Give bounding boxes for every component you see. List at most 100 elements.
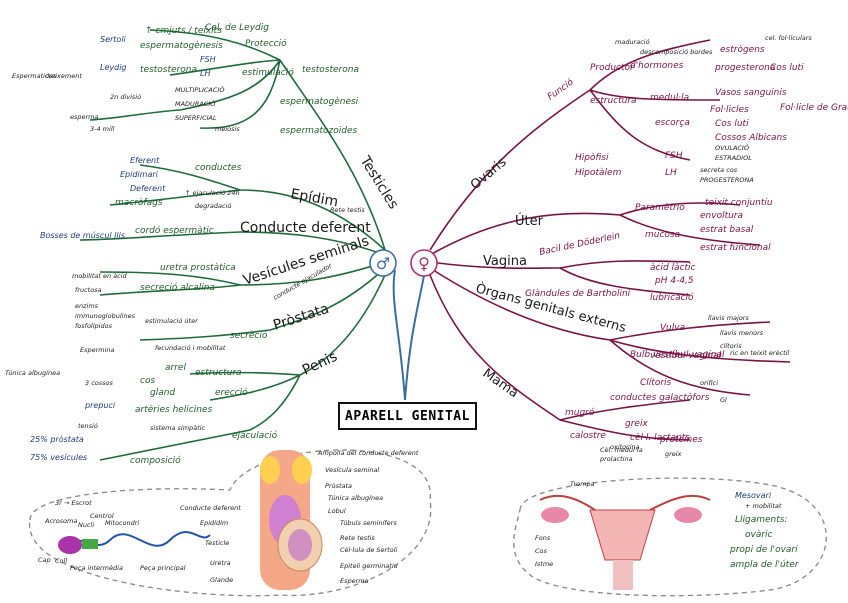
map-label: Mitocondri <box>105 519 139 527</box>
map-label: estrògens <box>720 44 765 55</box>
map-label: Testicle <box>205 539 229 547</box>
map-label: mugró <box>565 407 595 418</box>
map-label: erecció <box>215 387 248 398</box>
map-label: teixit conjuntiu <box>705 198 773 208</box>
map-label: testosterona <box>302 65 359 75</box>
label-conducte: Conducte deferent <box>240 220 371 236</box>
map-label: Acrosoma <box>44 517 77 525</box>
map-label: ESTRADIOL <box>715 154 752 162</box>
map-label: Centrol <box>90 512 114 520</box>
female-symbol: ♀ <box>418 254 430 273</box>
map-label: Productor <box>590 63 635 73</box>
map-label: tensió <box>78 422 98 430</box>
map-label: Epiteli germinatiu <box>340 562 398 570</box>
label-testicles: Testicles <box>356 153 401 212</box>
female-branches <box>429 39 791 441</box>
map-label: Glande <box>210 576 233 584</box>
map-label: ampla de l'úter <box>730 560 800 570</box>
map-label: Paramètrio <box>635 202 685 213</box>
map-label: LH <box>200 69 210 78</box>
map-label: fosfolípidos <box>75 322 113 330</box>
map-label: Protecció <box>245 38 287 49</box>
map-label: Rete testis <box>340 534 375 542</box>
label-ovaris: Ovaris <box>468 155 510 193</box>
map-label: sistema simpàtic <box>150 424 205 432</box>
map-label: Conducte deferent <box>180 504 241 512</box>
map-label: 3 cossos <box>85 379 114 387</box>
map-label: mobilitat en àcid <box>72 272 128 280</box>
map-label: oxitocina <box>610 443 640 451</box>
map-label: enzims <box>75 302 99 310</box>
map-label: Istme <box>535 560 553 568</box>
map-label: prolactina <box>599 455 633 463</box>
map-label: Espermatides <box>12 72 57 80</box>
map-label: prepuci <box>84 401 116 410</box>
map-label: macròfags <box>115 197 163 208</box>
map-label: d'hormones <box>630 61 684 71</box>
map-label: + mobilitat <box>745 502 782 510</box>
map-label: conductes <box>195 163 242 173</box>
map-label: espermatogènesis <box>140 40 223 51</box>
map-label: MULTIPLICACIÓ <box>175 85 224 94</box>
map-label: lubricació <box>650 292 694 303</box>
page-title: APARELL GENITAL <box>338 402 477 430</box>
map-label: esperma <box>70 113 99 121</box>
map-label: secreció alcalina <box>140 282 215 293</box>
map-label: greix <box>625 419 648 429</box>
male-details: Sertoli espermatogènesis Leydig testoste… <box>5 23 365 466</box>
male-illustration: 3r → Escrot Acrosoma Nucli Centrol Mitoc… <box>29 449 432 597</box>
label-penis: Penis <box>300 349 340 379</box>
map-label: Cos luti <box>770 63 804 73</box>
map-label: 25% pròstata <box>30 434 84 444</box>
map-label: OVULACIÓ <box>715 143 749 152</box>
map-label: 3-4 mill <box>90 125 115 133</box>
map-label: estructura <box>195 368 242 378</box>
map-label: FSH <box>665 151 683 161</box>
map-label: Epidídim <box>200 519 228 527</box>
map-label: Lligaments: <box>735 515 788 525</box>
map-label: Lobul <box>328 507 346 515</box>
map-label: Mesovari <box>735 491 772 500</box>
map-label: artèries helicines <box>135 404 213 415</box>
map-label: fecundació i mobilitat <box>155 344 226 352</box>
map-label: Cap <box>38 556 51 564</box>
map-label: cordó espermàtic <box>135 225 214 236</box>
map-label: Nucli <box>78 521 94 529</box>
map-label: progesterona <box>714 63 775 73</box>
map-label: arrel <box>165 363 186 373</box>
map-label: espermatogènesi <box>280 96 359 107</box>
map-label: uretra prostàtica <box>160 263 236 273</box>
map-label: Clítoris <box>640 378 672 388</box>
map-label: testosterona <box>140 65 197 75</box>
map-label: espermatozoides <box>280 126 357 136</box>
map-label: Cossos Albicans <box>715 133 787 143</box>
map-label: vestíbul vaginal <box>650 351 722 361</box>
map-label: secreta cos <box>700 166 738 174</box>
map-label: 3r → Escrot <box>55 499 92 507</box>
map-label: Sertoli <box>100 35 127 44</box>
map-label: Bulb vestíbul-vaginal <box>630 350 725 360</box>
map-label: estrat funcional <box>700 243 771 253</box>
map-label: meiosis <box>215 125 240 133</box>
map-label: Hipotàlem <box>575 168 622 178</box>
map-label: Leydig <box>100 63 127 72</box>
male-symbol: ♂ <box>376 254 390 273</box>
map-label: degradació <box>195 202 231 210</box>
map-label: Bosses de múscul llis <box>40 231 125 240</box>
map-label: descomposició bordes <box>640 48 713 56</box>
map-label: calostre <box>570 431 606 441</box>
label-prostata: Pròstata <box>271 301 331 334</box>
map-label: ric en teixit erèctil <box>730 349 790 357</box>
map-label: Fol·licle de Graaf <box>780 103 848 113</box>
map-label: LH <box>665 168 677 178</box>
label-uter: Úter <box>515 213 544 229</box>
map-label: Peça intermèdia <box>70 564 123 572</box>
map-label: llavis menors <box>720 329 764 337</box>
map-label: Pròstata <box>325 482 352 490</box>
map-label: conductes galactòfors <box>610 392 710 403</box>
map-label: FSH <box>200 55 216 64</box>
map-label: proteïnes <box>659 435 703 445</box>
map-label: composició <box>130 455 181 466</box>
map-label: estrat basal <box>700 225 754 235</box>
